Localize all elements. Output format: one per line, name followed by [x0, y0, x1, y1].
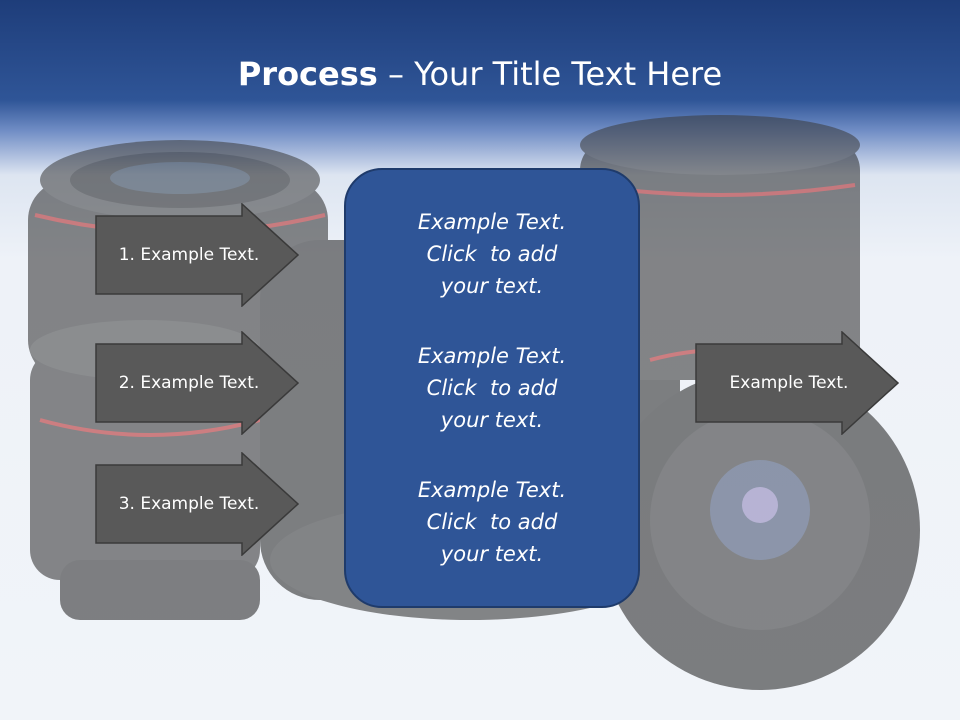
center-text-box[interactable]: Example Text. Click to add your text. Ex…: [344, 168, 640, 608]
paragraph-line: Example Text.: [417, 210, 567, 234]
process-step-2-label: 2. Example Text.: [118, 373, 260, 393]
paragraph-line: your text.: [440, 274, 544, 298]
right-lens-illustration: [580, 115, 920, 690]
arrow-shape-icon: [695, 331, 899, 435]
paragraph-line: Click to add: [426, 242, 558, 266]
paragraph-line: your text.: [440, 542, 544, 566]
process-step-1-arrow[interactable]: 1. Example Text.: [95, 203, 299, 307]
center-paragraph-3: Example Text. Click to add your text.: [372, 474, 612, 570]
process-step-3-label: 3. Example Text.: [118, 494, 260, 514]
process-step-2-arrow[interactable]: 2. Example Text.: [95, 331, 299, 435]
center-paragraph-1: Example Text. Click to add your text.: [372, 206, 612, 302]
paragraph-line: Click to add: [426, 376, 558, 400]
paragraph-line: Example Text.: [417, 344, 567, 368]
arrow-shape-icon: [95, 331, 299, 435]
paragraph-line: your text.: [440, 408, 544, 432]
arrow-shape-icon: [95, 203, 299, 307]
slide-title: Process – Your Title Text Here: [0, 52, 960, 96]
arrow-shape-icon: [95, 452, 299, 556]
title-rest: – Your Title Text Here: [377, 55, 723, 93]
process-result-arrow[interactable]: Example Text.: [695, 331, 899, 435]
paragraph-line: Click to add: [426, 510, 558, 534]
paragraph-line: Example Text.: [417, 478, 567, 502]
center-paragraph-2: Example Text. Click to add your text.: [372, 340, 612, 436]
process-step-1-label: 1. Example Text.: [118, 245, 260, 265]
title-bold: Process: [237, 55, 378, 93]
process-step-3-arrow[interactable]: 3. Example Text.: [95, 452, 299, 556]
process-result-label: Example Text.: [729, 373, 849, 393]
